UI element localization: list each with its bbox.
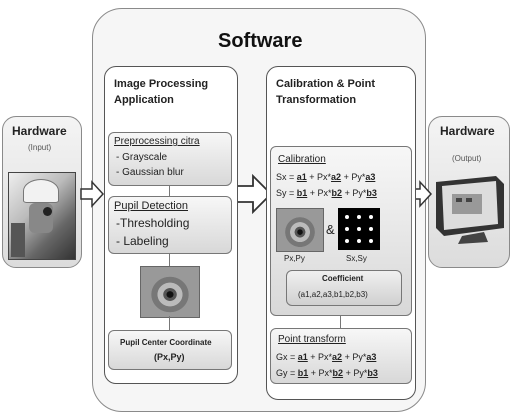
image-processing-title-line2: Application <box>114 94 174 106</box>
coefficient-box <box>286 270 402 306</box>
calibration-eye-image <box>276 208 324 252</box>
hardware-input-title: Hardware <box>12 124 67 138</box>
preprocessing-item: - Grayscale <box>116 152 168 163</box>
pupil-center-title: Pupil Center Coordinate <box>120 338 212 347</box>
pupil-detection-item: -Thresholding <box>116 216 190 230</box>
pupil-eye-image <box>140 266 200 318</box>
pupil-detection-box <box>108 196 232 254</box>
software-title: Software <box>218 30 303 52</box>
pupil-center-value: (Px,Py) <box>154 352 185 362</box>
point-transform-equation-gx: Gx = a1 + Px*a2 + Py*a3 <box>276 352 377 362</box>
calibration-equation-sx: Sx = a1 + Px*a2 + Py*a3 <box>276 172 376 182</box>
preprocessing-title: Preprocessing citra <box>114 136 200 147</box>
pupil-center-box <box>108 330 232 370</box>
hardware-output-title: Hardware <box>440 124 495 138</box>
calibration-grid-image <box>338 208 380 250</box>
connector-line <box>169 316 170 330</box>
image-processing-title-line1: Image Processing <box>114 78 209 90</box>
calibration-panel-title-line1: Calibration & Point <box>276 78 375 90</box>
connector-line <box>169 254 170 266</box>
point-transform-equation-gy: Gy = b1 + Px*b2 + Py*b3 <box>276 368 378 378</box>
monitor-icon <box>434 176 506 246</box>
label-sx-sy: Sx,Sy <box>346 254 367 263</box>
label-px-py: Px,Py <box>284 254 305 263</box>
hardware-input-subtitle: (Input) <box>28 143 52 152</box>
hardware-output-subtitle: (Output) <box>452 154 482 163</box>
calibration-title: Calibration <box>278 154 326 165</box>
arrow-processing-to-calibration <box>236 173 273 219</box>
calibration-equation-sy: Sy = b1 + Px*b2 + Py*b3 <box>276 188 377 198</box>
ampersand: & <box>326 222 335 237</box>
preprocessing-item: - Gaussian blur <box>116 167 184 178</box>
arrow-input-to-software <box>80 180 105 213</box>
pupil-detection-title: Pupil Detection <box>114 200 188 212</box>
calibration-panel-title-line2: Transformation <box>276 94 357 106</box>
preprocessing-box <box>108 132 232 186</box>
point-transform-box <box>270 328 412 384</box>
point-transform-title: Point transform <box>278 334 346 345</box>
coefficient-title: Coefficient <box>322 274 364 283</box>
coefficient-values: (a1,a2,a3,b1,b2,b3) <box>298 290 368 299</box>
connector-line <box>340 316 341 328</box>
pupil-detection-item: - Labeling <box>116 234 169 248</box>
connector-line <box>169 186 170 196</box>
camera-photo <box>8 172 76 260</box>
